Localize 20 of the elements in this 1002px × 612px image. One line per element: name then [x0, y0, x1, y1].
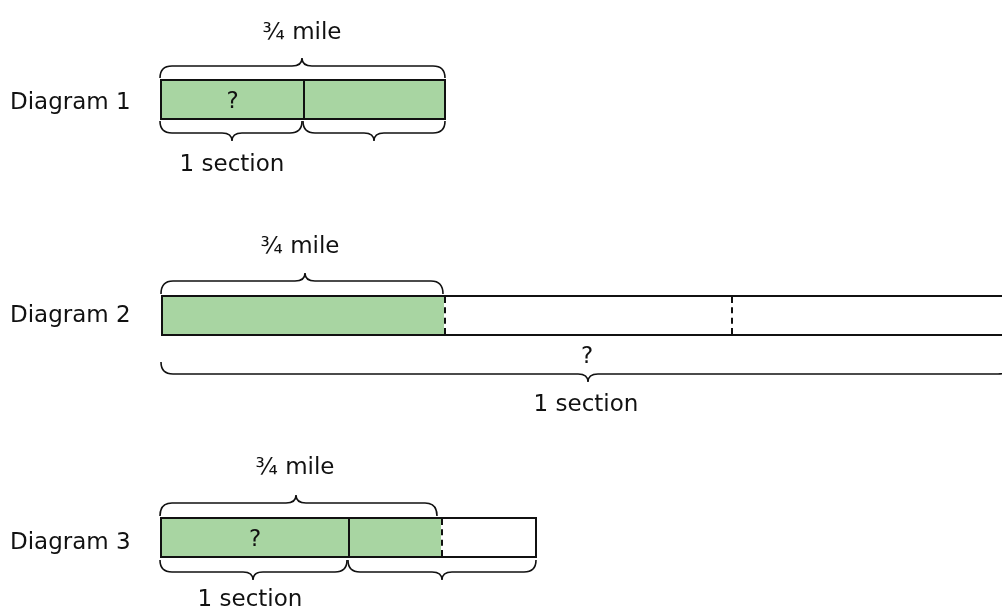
- tape-section: [162, 81, 303, 118]
- question-mark: ?: [226, 86, 239, 113]
- diagram-label: Diagram 1: [10, 88, 131, 114]
- tape-bar: [160, 79, 446, 120]
- tape-section: [163, 297, 444, 334]
- diagram-label: Diagram 3: [10, 528, 131, 554]
- tape-bar: [161, 295, 1002, 336]
- tape-section: [348, 519, 441, 556]
- measure-label: ¾ mile: [260, 232, 340, 258]
- measure-label: ?: [580, 342, 594, 368]
- question-mark: ?: [248, 524, 262, 551]
- measure-label: 1 section: [533, 390, 639, 416]
- tape-section: [162, 519, 348, 556]
- measure-label: 1 section: [179, 150, 285, 176]
- tape-bar: [160, 517, 537, 558]
- tape-section: [303, 81, 444, 118]
- diagram-label: Diagram 2: [10, 301, 131, 327]
- measure-label: 1 section: [197, 585, 303, 611]
- measure-label: ¾ mile: [262, 18, 342, 44]
- measure-label: ¾ mile: [255, 453, 335, 479]
